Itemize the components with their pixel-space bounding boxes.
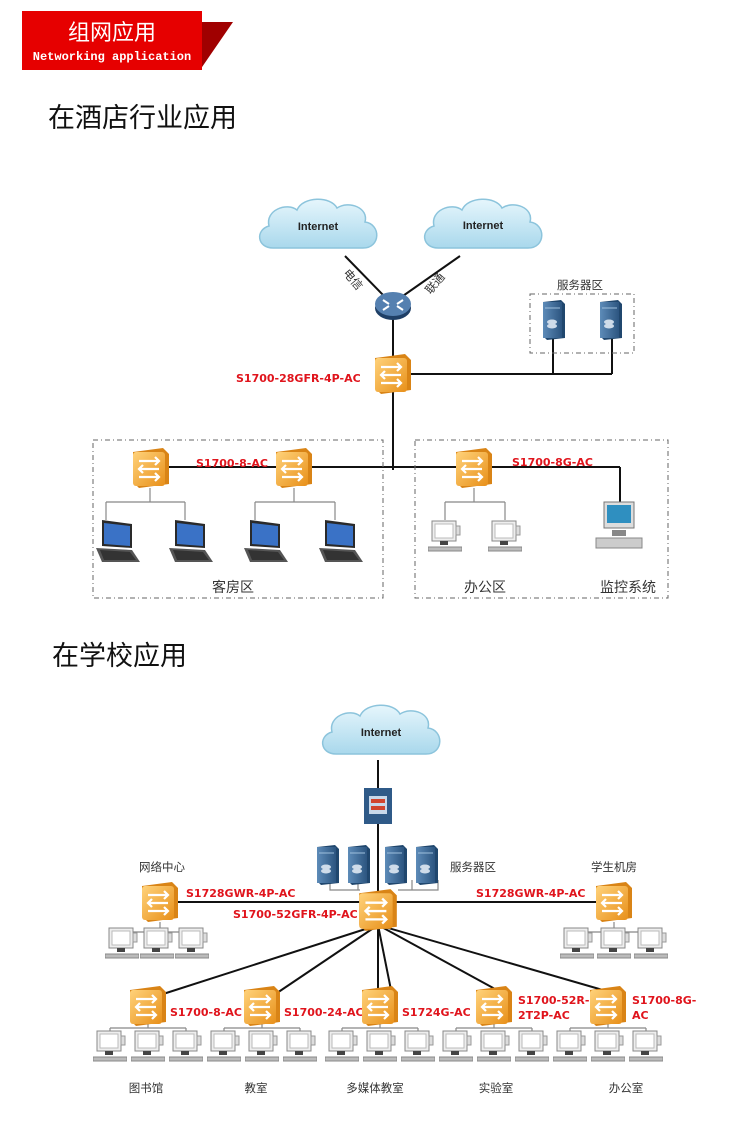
hotel-server-zone-box	[529, 293, 635, 354]
branch-switch-model: S1700-52R-	[518, 994, 589, 1007]
switch-icon	[242, 984, 282, 1028]
laptop-icon	[319, 520, 363, 562]
monitoring-pc-icon	[595, 501, 643, 549]
core-switch-model: S1700-28GFR-4P-AC	[236, 372, 361, 385]
desktop-pc-icon	[283, 1030, 317, 1062]
switch-icon	[140, 880, 180, 924]
desktop-pc-icon	[105, 927, 139, 959]
server-zone-label: 服务器区	[450, 860, 496, 874]
desktop-pc-icon	[245, 1030, 279, 1062]
section-banner: 组网应用 Networking application	[22, 11, 233, 70]
uplink-line	[377, 924, 393, 996]
uplink-line	[159, 924, 379, 996]
desktop-pc-icon	[401, 1030, 435, 1062]
desktop-pc-icon	[169, 1030, 203, 1062]
server-icon	[542, 299, 566, 340]
guest-zone-box	[92, 439, 384, 599]
desktop-pc-icon	[363, 1030, 397, 1062]
desktop-pc-icon	[175, 927, 209, 959]
switch-icon	[594, 880, 634, 924]
switch-icon	[360, 984, 400, 1028]
internet-label: Internet	[298, 221, 339, 233]
desktop-pc-icon	[439, 1030, 473, 1062]
desktop-pc-icon	[131, 1030, 165, 1062]
desktop-pc-icon	[634, 927, 668, 959]
guest-zone-label: 客房区	[212, 579, 254, 596]
core-switch-model: S1700-52GFR-4P-AC	[233, 908, 358, 921]
server-icon	[599, 299, 623, 340]
isp-unicom-label: 联通	[422, 270, 448, 297]
isp-telecom-label: 电信	[340, 266, 366, 293]
switch-icon	[128, 984, 168, 1028]
hotel-diagram: Internet Internet 电信 联通 S1700-28GFR-4P-A…	[92, 198, 669, 599]
desktop-pc-icon	[629, 1030, 663, 1062]
switch-icon	[588, 984, 628, 1028]
core-switch-icon	[358, 887, 398, 933]
banner-subtitle: Networking application	[33, 50, 191, 64]
desktop-pc-icon	[597, 927, 631, 959]
right-switch-model: S1728GWR-4P-AC	[476, 887, 585, 900]
banner-background	[22, 11, 202, 70]
desktop-pc-icon	[553, 1030, 587, 1062]
laptop-icon	[169, 520, 213, 562]
internet-label: Internet	[463, 220, 504, 232]
network-center-label: 网络中心	[139, 860, 185, 874]
branch-switch-model: S1724G-AC	[402, 1006, 471, 1019]
student-lab-label: 学生机房	[591, 860, 637, 874]
switch-icon	[373, 352, 413, 396]
branch-place-label: 多媒体教室	[346, 1081, 404, 1095]
desktop-pc-icon	[93, 1030, 127, 1062]
branch-place-label: 实验室	[479, 1081, 514, 1095]
firewall-icon	[364, 788, 392, 824]
switch-icon	[131, 446, 171, 490]
switch-icon	[474, 984, 514, 1028]
banner-ribbon-fold	[200, 22, 233, 70]
branch-switch-model: S1700-8-AC	[170, 1006, 242, 1019]
monitor-zone-label: 监控系统	[600, 580, 656, 596]
desktop-pc-icon	[560, 927, 594, 959]
desktop-pc-icon	[325, 1030, 359, 1062]
server-zone-label: 服务器区	[557, 278, 603, 292]
banner-title: 组网应用	[68, 21, 156, 46]
branch-switch-model: 2T2P-AC	[518, 1009, 570, 1022]
office-zone-box	[414, 439, 669, 599]
server-icon	[347, 844, 371, 885]
desktop-pc-icon	[591, 1030, 625, 1062]
desktop-pc-icon	[428, 520, 462, 552]
desktop-pc-icon	[488, 520, 522, 552]
uplink-line	[273, 924, 379, 996]
switch-icon	[454, 446, 494, 490]
laptop-icon	[96, 520, 140, 562]
office-switch-model: S1700-8G-AC	[512, 456, 593, 469]
branch-place-label: 办公室	[609, 1081, 644, 1095]
router-icon	[374, 291, 412, 321]
left-switch-model: S1728GWR-4P-AC	[186, 887, 295, 900]
desktop-pc-icon	[477, 1030, 511, 1062]
branch-switch-model: AC	[632, 1009, 649, 1022]
branch-switch-model: S1700-8G-	[632, 994, 696, 1007]
server-icon	[316, 844, 340, 885]
school-heading: 在学校应用	[52, 641, 187, 672]
desktop-pc-icon	[140, 927, 174, 959]
branch-place-label: 图书馆	[129, 1081, 164, 1095]
uplink-line	[377, 924, 621, 996]
office-zone-label: 办公区	[464, 580, 506, 596]
guest-switch-model: S1700-8-AC	[196, 457, 268, 470]
desktop-pc-icon	[207, 1030, 241, 1062]
server-icon	[384, 844, 408, 885]
switch-icon	[274, 446, 314, 490]
laptop-icon	[244, 520, 288, 562]
internet-label: Internet	[361, 727, 402, 739]
branch-switch-model: S1700-24-AC	[284, 1006, 364, 1019]
branch-place-label: 教室	[245, 1081, 268, 1095]
desktop-pc-icon	[515, 1030, 549, 1062]
uplink-line	[377, 924, 507, 996]
server-icon	[415, 844, 439, 885]
hotel-heading: 在酒店行业应用	[48, 103, 237, 134]
school-diagram: Internet 服务器区 S1700-52GFR-4P-AC 网络中心 S17…	[93, 704, 696, 1095]
